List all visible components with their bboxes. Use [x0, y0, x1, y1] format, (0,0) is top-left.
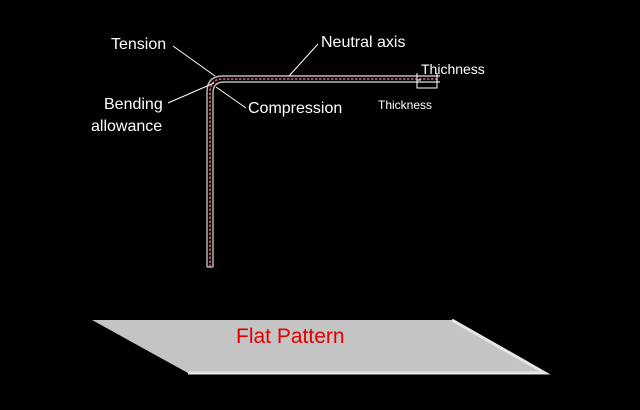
sheet-inner-edge	[212, 81, 440, 267]
bending-allowance-leader	[167, 82, 215, 104]
allowance-label: allowance	[91, 118, 163, 135]
bending-label: Bending	[104, 96, 163, 113]
flat-pattern-plate	[92, 320, 545, 373]
flat-pattern-label: Flat Pattern	[236, 325, 345, 348]
tension-leader	[172, 45, 216, 77]
tension-label: Tension	[111, 36, 167, 53]
sheet-outer-edge	[206, 75, 440, 267]
thichness-label: Thichness	[421, 61, 485, 77]
neutral-axis-line	[209, 78, 438, 267]
neutral-axis-leader	[288, 43, 319, 77]
flat-pattern-plate-edge	[188, 318, 551, 375]
thickness-label: Thickness	[378, 98, 433, 112]
neutral-axis-label: Neutral axis	[321, 34, 406, 51]
compression-label: Compression	[248, 100, 343, 117]
compression-leader	[215, 86, 247, 109]
